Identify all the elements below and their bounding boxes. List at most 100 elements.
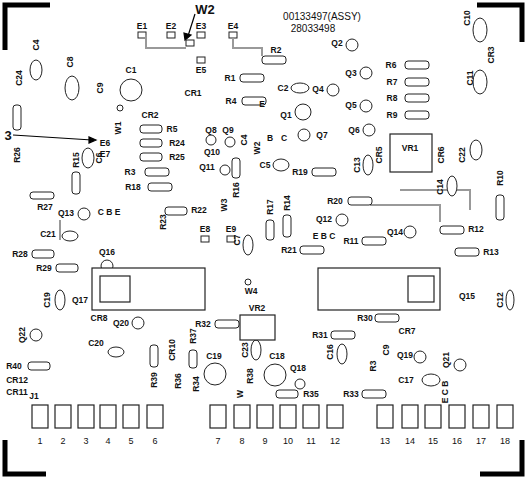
component-designator: C21 bbox=[40, 230, 56, 239]
component-designator: Q15 bbox=[459, 292, 475, 301]
component-designator: R32 bbox=[195, 320, 211, 329]
component-designator: CR8 bbox=[90, 314, 107, 323]
component-designator: Q10 bbox=[204, 148, 220, 157]
board-marking: 00133497(ASSY) bbox=[283, 12, 361, 22]
pin-number: 15 bbox=[428, 437, 438, 446]
component-designator: Q3 bbox=[345, 69, 356, 78]
pin-number: 8 bbox=[239, 437, 244, 446]
component-designator: R6 bbox=[386, 61, 397, 70]
component-designator: R40 bbox=[6, 362, 22, 371]
component-designator: Q9 bbox=[222, 126, 233, 135]
leader-line bbox=[13, 14, 195, 143]
component-designator: Q13 bbox=[58, 209, 74, 218]
component-designator: VR2 bbox=[249, 304, 266, 313]
component-designator: R26 bbox=[13, 147, 22, 163]
component-designator: R18 bbox=[125, 183, 141, 192]
component-designator: R39 bbox=[150, 372, 159, 388]
component-designator: C B E bbox=[98, 208, 121, 217]
component-designator: R13 bbox=[483, 248, 499, 257]
component-designator: R31 bbox=[312, 331, 328, 340]
component-designator: R4 bbox=[226, 97, 237, 106]
component-designator: R14 bbox=[283, 195, 292, 211]
pin-number: 11 bbox=[306, 437, 315, 446]
component-designator: CR2 bbox=[141, 111, 158, 120]
pin-number: 16 bbox=[452, 437, 462, 446]
component-designator: C10 bbox=[463, 10, 472, 26]
component-designator: C24 bbox=[15, 70, 24, 86]
component-designator: E8 bbox=[200, 225, 210, 234]
callout-label: W2 bbox=[195, 3, 215, 16]
pin-number: 13 bbox=[380, 437, 390, 446]
component-designator: E9 bbox=[226, 225, 236, 234]
component-designator: R20 bbox=[327, 197, 343, 206]
component-designator: C14 bbox=[436, 179, 445, 195]
pin-number: 5 bbox=[128, 437, 133, 446]
component-designator: R1 bbox=[225, 74, 236, 83]
component-designator: C bbox=[281, 134, 287, 143]
component-designator: C12 bbox=[496, 292, 505, 308]
pin-number: 9 bbox=[262, 437, 267, 446]
component-designator: Q16 bbox=[99, 248, 115, 257]
component-designator: R2 bbox=[271, 46, 282, 55]
component-designator: R30 bbox=[357, 314, 373, 323]
component-designator: R23 bbox=[159, 214, 168, 230]
component-designator: C16 bbox=[326, 344, 335, 360]
component-designator: R5 bbox=[167, 125, 178, 134]
component-designator: R28 bbox=[12, 250, 28, 259]
resistor-symbol bbox=[13, 56, 504, 398]
component-designator: Q18 bbox=[290, 364, 306, 373]
component-designator: R3 bbox=[369, 361, 378, 372]
edge-connector-pad bbox=[32, 405, 513, 428]
pin-number: 6 bbox=[152, 437, 157, 446]
pin-number: 17 bbox=[476, 437, 486, 446]
component-designator: R27 bbox=[37, 203, 53, 212]
pin-number: 1 bbox=[37, 437, 42, 446]
component-designator: C5 bbox=[260, 161, 271, 170]
pin-number: 7 bbox=[215, 437, 220, 446]
component-designator: E4 bbox=[228, 22, 238, 31]
component-designator: C17 bbox=[398, 376, 414, 385]
component-designator: Q20 bbox=[113, 319, 129, 328]
component-designator: Q7 bbox=[316, 131, 327, 140]
component-designator: R24 bbox=[169, 139, 185, 148]
component-designator: W3 bbox=[220, 199, 229, 212]
pad bbox=[117, 32, 251, 285]
component-designator: R21 bbox=[281, 246, 297, 255]
component-designator: E C B bbox=[441, 381, 450, 404]
component-designator: C19 bbox=[43, 292, 52, 308]
component-designator: R34 bbox=[192, 376, 201, 392]
component-designator: R12 bbox=[468, 225, 484, 234]
component-designator: E6 bbox=[100, 139, 110, 148]
component-designator: R10 bbox=[496, 170, 505, 186]
component-designator: VR1 bbox=[402, 144, 419, 153]
transistor-symbol bbox=[30, 39, 466, 389]
corner-bracket bbox=[5, 5, 522, 474]
component-designator: R29 bbox=[36, 264, 52, 273]
component-designator: E1 bbox=[137, 22, 147, 31]
component-designator: C6 bbox=[95, 153, 104, 164]
component-designator: R19 bbox=[292, 168, 308, 177]
trace bbox=[60, 35, 470, 240]
capacitor-symbol bbox=[30, 18, 514, 386]
component-designator: C22 bbox=[458, 147, 467, 163]
component-designator: C13 bbox=[353, 157, 362, 173]
component-designator: Q14 bbox=[387, 228, 403, 237]
pin-number: 2 bbox=[60, 437, 65, 446]
component-designator: E2 bbox=[166, 22, 176, 31]
component-designator: C1 bbox=[126, 66, 137, 75]
component-designator: CR1 bbox=[184, 89, 201, 98]
component-designator: Q22 bbox=[18, 327, 27, 343]
component-designator: E bbox=[259, 100, 265, 109]
component-designator: R7 bbox=[387, 78, 398, 87]
component-designator: Q17 bbox=[72, 296, 88, 305]
component-designator: R3 bbox=[125, 168, 136, 177]
component-designator: R15 bbox=[72, 152, 81, 168]
component-designator: C20 bbox=[88, 339, 104, 348]
pin-number: 3 bbox=[83, 437, 88, 446]
component-designator: R22 bbox=[191, 206, 207, 215]
component-designator: C2 bbox=[278, 84, 289, 93]
component-designator: R11 bbox=[343, 237, 358, 246]
component-designator: R35 bbox=[303, 390, 319, 399]
